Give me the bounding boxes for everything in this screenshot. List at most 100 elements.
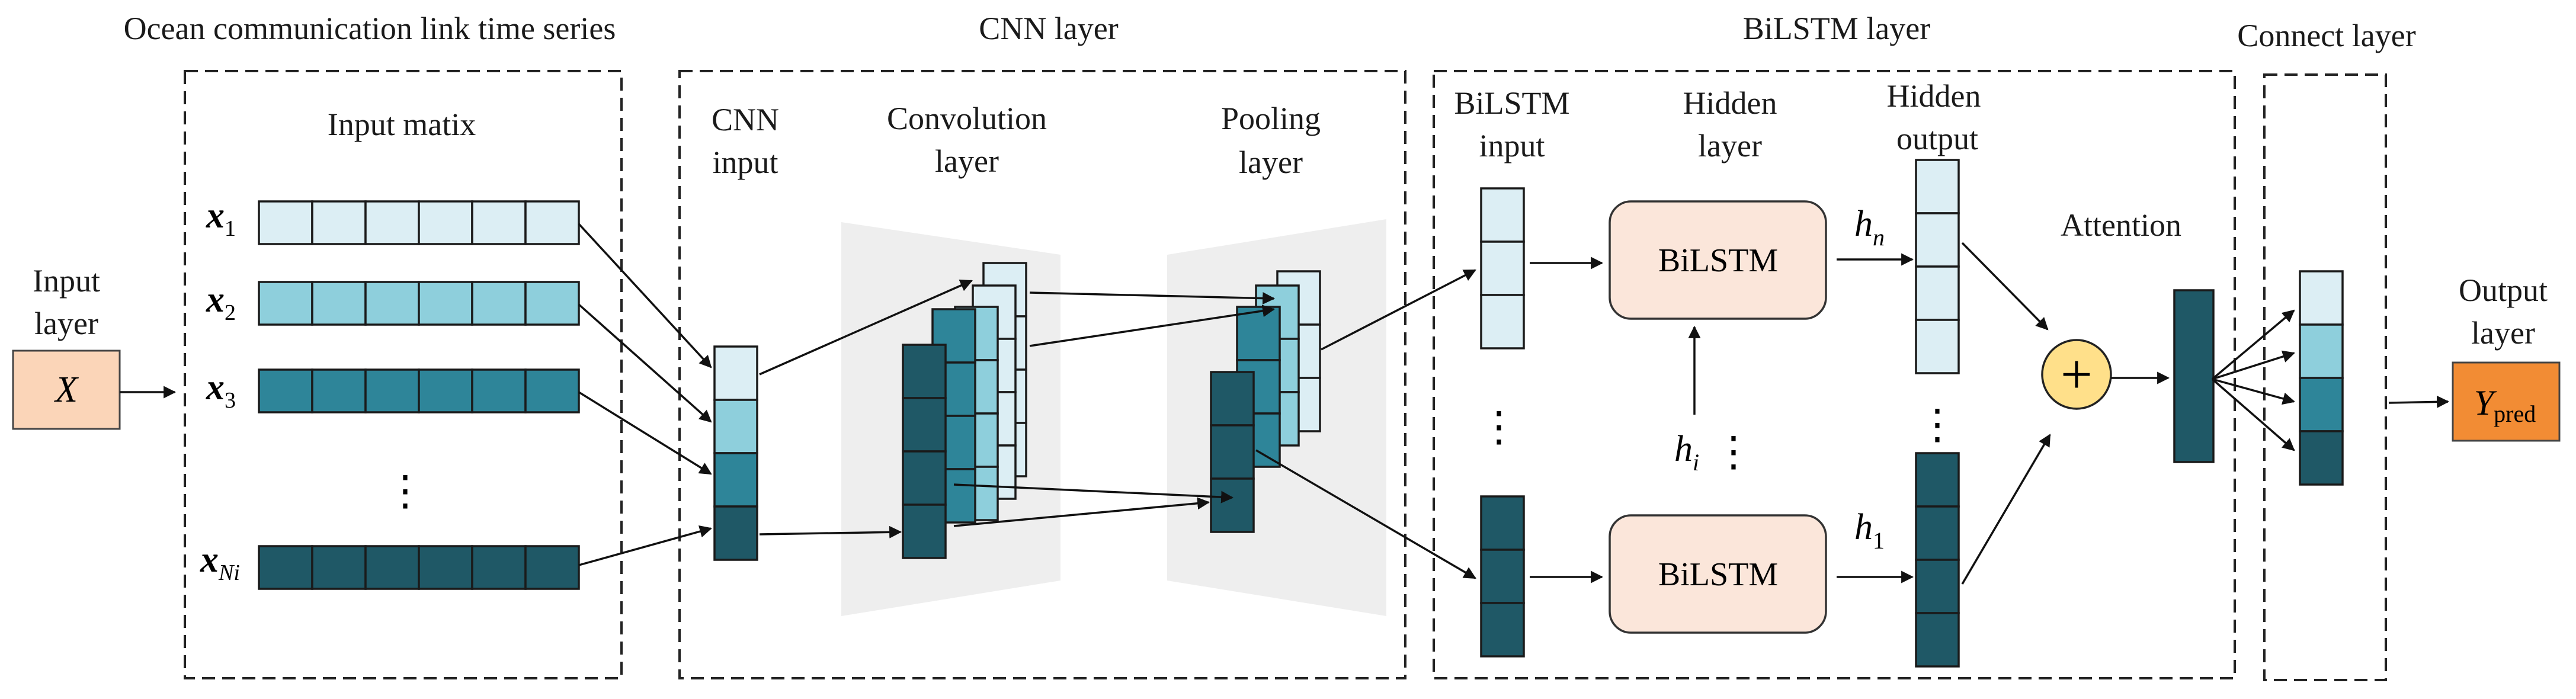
cnn-input-cell-3 [713,452,758,508]
matrix-row-3-cell-2 [311,368,367,413]
matrix-row-2-cell-2 [311,281,367,326]
matrix-row-1-cell-6 [524,200,580,245]
bilstm-input-label: BiLSTM [1454,85,1569,121]
pooling-stack [1210,270,1321,533]
attention-plus-circle [2041,339,2112,410]
bilstm-input-bottom-cell-1 [1480,495,1525,551]
connect-section-box [2263,73,2387,681]
bilstm-box-bottom [1609,514,1827,634]
matrix-row-1-cell-4 [418,200,473,245]
attention-label: Attention [2061,207,2181,243]
input-x-box [12,350,121,430]
attention-output-cell-1 [2173,289,2215,463]
hidden-layer-label: Hidden [1683,85,1777,121]
bilstm-input-label-2: input [1479,128,1545,163]
matrix-row-2-cell-4 [418,281,473,326]
hidden-output-top-cell-3 [1915,265,1960,321]
h-i-ellipsis: ⋮ [1713,429,1754,475]
hidden-output-top-cell-1 [1915,159,1960,214]
bilstm-section-box [1433,70,2236,679]
cnn-input-cell-1 [713,345,758,401]
input-matrix-rows [258,200,580,590]
attention-plus-icon: + [2061,342,2093,406]
input-matrix-title: Input matix [328,107,476,142]
convolution-stack [902,262,1027,559]
matrix-row-1-cell-1 [258,200,313,245]
conv-map-front-cell-1 [902,344,947,399]
bilstm-box-top-label: BiLSTM [1658,242,1778,279]
hidden-layer-label-2: layer [1698,128,1762,163]
input-layer-label-2: layer [34,306,98,341]
row-label-xNi: xNi [200,540,240,585]
conv-layer-label-2: layer [935,143,999,179]
bilstm-box-bottom-label: BiLSTM [1658,556,1778,593]
connect-column [2299,270,2344,486]
matrix-row-3-cell-3 [364,368,420,413]
bilstm-input-top [1480,187,1525,350]
conv-map-front-cell-2 [902,397,947,453]
bilstm-input-top-cell-3 [1480,294,1525,350]
row-label-x2: x2 [206,280,236,325]
hidden-output-bottom-cell-4 [1915,612,1960,668]
attention-output-column [2173,289,2215,463]
matrix-row-1-cell-2 [311,200,367,245]
hidden-output-bottom [1915,452,1960,668]
hidden-output-label: Hidden [1887,78,1981,114]
h-i-label: hi [1674,429,1699,476]
output-layer-label: Output [2459,272,2548,308]
bilstm-box-top [1609,200,1827,320]
matrix-row-2-cell-6 [524,281,580,326]
matrix-row-4-cell-3 [364,545,420,590]
ocean-section-title: Ocean communication link time series [124,11,616,46]
matrix-row-4-cell-6 [524,545,580,590]
pool-map-front-cell-3 [1210,477,1255,533]
bilstm-section-title: BiLSTM layer [1743,11,1930,46]
bilstm-input-top-cell-1 [1480,187,1525,243]
connect-section-title: Connect layer [2237,18,2415,53]
pool-layer-label-2: layer [1239,145,1303,180]
connect-cell-2 [2299,323,2344,379]
connect-cell-4 [2299,430,2344,486]
pool-map-2-cell-1 [1236,306,1281,361]
hidden-output-bottom-cell-2 [1915,505,1960,561]
cnn-input-label-2: input [712,145,778,180]
matrix-row-4-cell-2 [311,545,367,590]
hidden-output-label-2: output [1896,121,1978,156]
hidden-output-bottom-cell-1 [1915,452,1960,508]
matrix-row-1-cell-3 [364,200,420,245]
h-1-label: h1 [1854,507,1885,554]
matrix-row-1-cell-5 [471,200,527,245]
pool-layer-label: Pooling [1221,101,1321,136]
conv-layer-label: Convolution [887,101,1047,136]
matrix-row-4-cell-5 [471,545,527,590]
matrix-row-3-cell-1 [258,368,313,413]
hidden-output-top-cell-4 [1915,319,1960,374]
matrix-row-4-cell-4 [418,545,473,590]
cnn-input-cell-2 [713,399,758,454]
matrix-row-3-cell-4 [418,368,473,413]
h-n-label: hn [1854,204,1885,251]
hidden-output-bottom-cell-3 [1915,559,1960,614]
hidden-output-top [1915,159,1960,374]
output-y-symbol: Ypred [2474,383,2536,427]
matrix-row-2-cell-3 [364,281,420,326]
bilstm-input-top-cell-2 [1480,241,1525,296]
row-label-x3: x3 [206,367,236,413]
output-y-box [2452,361,2561,442]
connect-cell-3 [2299,377,2344,432]
hidden-output-top-cell-2 [1915,212,1960,268]
bilstm-input-bottom [1480,495,1525,658]
input-x-symbol: X [53,370,79,410]
pool-map-front-cell-1 [1210,371,1255,427]
matrix-row-2-cell-5 [471,281,527,326]
connect-cell-1 [2299,270,2344,326]
matrix-row-3-cell-6 [524,368,580,413]
input-matrix-labels: x1 x2 x3 xNi [200,195,240,585]
cnn-section-title: CNN layer [979,11,1118,46]
connection-arrows [578,223,2450,585]
matrix-row-4-cell-1 [258,545,313,590]
cnn-input-column [713,345,758,561]
cnn-input-label: CNN [712,102,779,137]
